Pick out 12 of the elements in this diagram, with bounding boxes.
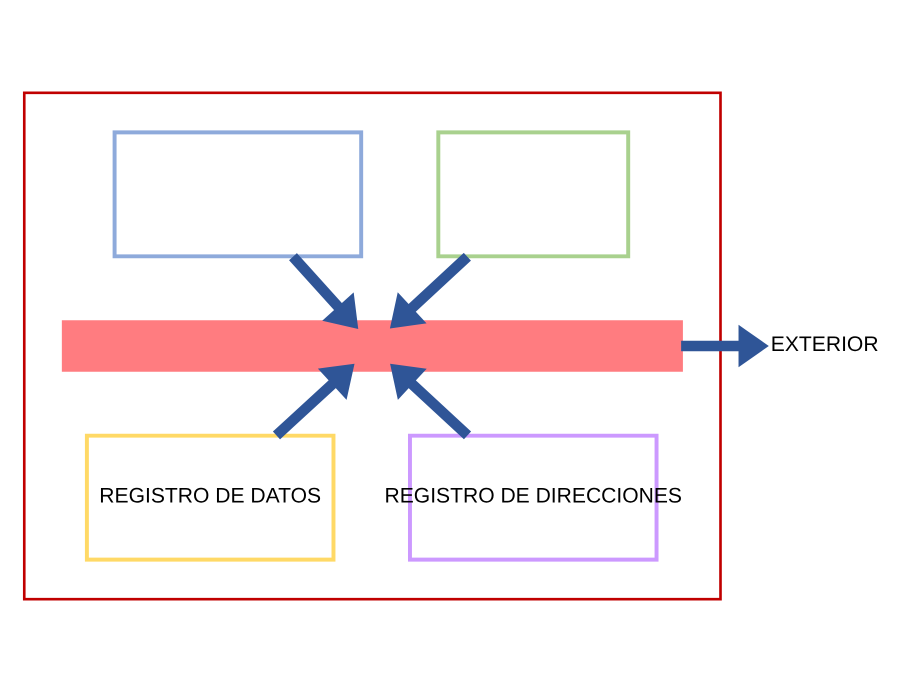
node-label: REGISTRO DE DIRECCIONES xyxy=(384,484,682,508)
arrow xyxy=(272,364,355,440)
node-bar xyxy=(62,320,683,372)
arrow xyxy=(289,253,358,330)
arrow xyxy=(681,324,769,368)
node-text: EXTERIOR xyxy=(770,333,879,356)
node-box: REGISTRO DE DATOS xyxy=(84,434,336,562)
arrow xyxy=(390,364,472,440)
node-box xyxy=(436,130,630,258)
node-box xyxy=(112,130,364,258)
arrow xyxy=(390,252,471,328)
cluster xyxy=(22,92,722,600)
